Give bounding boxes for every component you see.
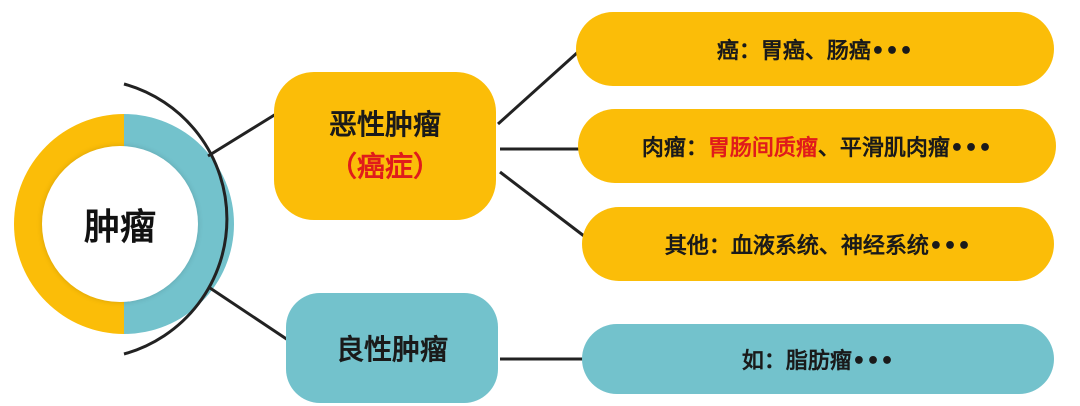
leaf-other-text: 其他：血液系统、神经系统•••	[664, 234, 972, 259]
leaf-carcinoma: 癌：胃癌、肠癌•••	[576, 12, 1054, 86]
leaf-sarcoma-highlight: 胃肠间质瘤	[707, 136, 818, 161]
leaf-sarcoma-prefix: 肉瘤：	[641, 136, 708, 161]
benign-tumor-node: 良性肿瘤	[286, 293, 498, 403]
root-node: 肿瘤	[42, 146, 198, 302]
leaf-other: 其他：血液系统、神经系统•••	[582, 207, 1054, 281]
connector-root-benign	[209, 286, 289, 342]
leaf-benign-example-text: 如：脂肪瘤•••	[741, 349, 895, 374]
malignant-title: 恶性肿瘤	[328, 108, 441, 141]
root-label: 肿瘤	[83, 207, 156, 248]
leaf-benign-example: 如：脂肪瘤•••	[582, 324, 1054, 394]
connector-malignant-cancer	[496, 50, 580, 126]
root-outer-arc	[123, 82, 229, 356]
leaf-sarcoma: 肉瘤：胃肠间质瘤、平滑肌肉瘤•••	[578, 109, 1056, 183]
leaf-carcinoma-text: 癌：胃癌、肠癌•••	[716, 39, 914, 64]
benign-title: 良性肿瘤	[335, 333, 448, 366]
malignant-tumor-node: 恶性肿瘤 （癌症）	[274, 72, 496, 220]
leaf-sarcoma-suffix: 、平滑肌肉瘤•••	[817, 136, 993, 161]
connector-malignant-other	[499, 170, 585, 238]
malignant-subtitle: （癌症）	[328, 150, 441, 183]
connector-root-malignant	[207, 112, 277, 158]
